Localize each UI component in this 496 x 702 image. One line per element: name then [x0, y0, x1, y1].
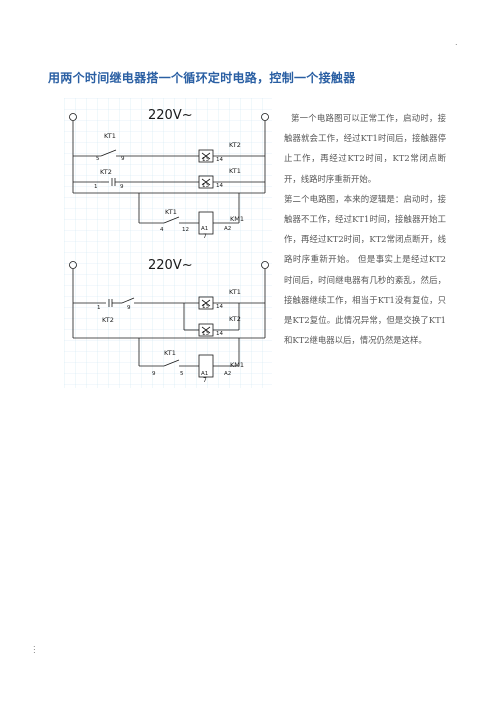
- terminal-number: 13: [202, 331, 209, 337]
- supply-label-1: 220V~: [148, 108, 193, 123]
- contact-label: KT2: [100, 168, 112, 176]
- supply-terminal-right: [261, 113, 269, 121]
- coil-label: KM1: [230, 361, 244, 369]
- circuit-2: [69, 261, 269, 378]
- top-right-mark: .: [455, 38, 458, 47]
- supply-label-2: 220V~: [148, 258, 193, 273]
- coil-label: KT1: [229, 288, 241, 296]
- paragraph-circuit-1: 第一个电路图可以正常工作，启动时，接触器就会工作，经过KT1时间后，接触器停止工…: [284, 113, 446, 184]
- supply-terminal-right: [261, 261, 269, 269]
- terminal-number: A1: [201, 371, 208, 377]
- contact-label: KT2: [102, 316, 114, 324]
- terminal-number: 13: [202, 304, 209, 310]
- terminal-number: 5: [96, 156, 100, 162]
- terminal-number: 12: [182, 227, 189, 233]
- terminal-number: 9: [127, 305, 131, 311]
- contact-label: KT1: [164, 349, 176, 357]
- terminal-number: 1: [94, 184, 98, 190]
- coil-mark: 7: [203, 233, 207, 240]
- terminal-number: 14: [216, 157, 223, 163]
- bottom-left-mark: . :: [33, 640, 36, 655]
- terminal-number: 5: [180, 371, 184, 377]
- terminal-number: A2: [224, 371, 231, 377]
- coil-label: KT2: [229, 141, 241, 149]
- terminal-number: 13: [202, 183, 209, 189]
- paragraph-circuit-2: 第二个电路图，本来的逻辑是：启动时，接触器不工作，经过KT1时间，接触器开始工作…: [284, 193, 446, 346]
- terminal-number: 13: [202, 157, 209, 163]
- supply-terminal-left: [69, 113, 77, 121]
- coil-label: KT2: [229, 315, 241, 323]
- terminal-number: 14: [216, 304, 223, 310]
- circuit-1: [69, 113, 269, 235]
- grid-background: [64, 98, 272, 388]
- coil-label: KM1: [230, 215, 244, 223]
- supply-terminal-left: [69, 261, 77, 269]
- circuit-diagram: 220V~ KT1 5 9 KT2 13 14 KT2 1 9 KT1 13 1…: [64, 98, 272, 388]
- terminal-number: A2: [224, 226, 231, 232]
- page-title: 用两个时间继电器搭一个循环定时电路，控制一个接触器: [48, 71, 356, 85]
- explanation-text: 第一个电路图可以正常工作，启动时，接触器就会工作，经过KT1时间后，接触器停止工…: [284, 108, 446, 350]
- terminal-number: 9: [120, 184, 124, 190]
- contact-label: KT1: [104, 132, 116, 140]
- terminal-number: 9: [152, 371, 156, 377]
- terminal-number: 9: [121, 156, 125, 162]
- terminal-number: A1: [201, 226, 208, 232]
- contact-label: KT1: [165, 208, 177, 216]
- terminal-number: 4: [160, 227, 164, 233]
- terminal-number: 1: [97, 305, 101, 311]
- coil-label: KT1: [229, 167, 241, 175]
- coil-mark: 7: [203, 377, 207, 384]
- terminal-number: 14: [216, 331, 223, 337]
- terminal-number: 14: [216, 183, 223, 189]
